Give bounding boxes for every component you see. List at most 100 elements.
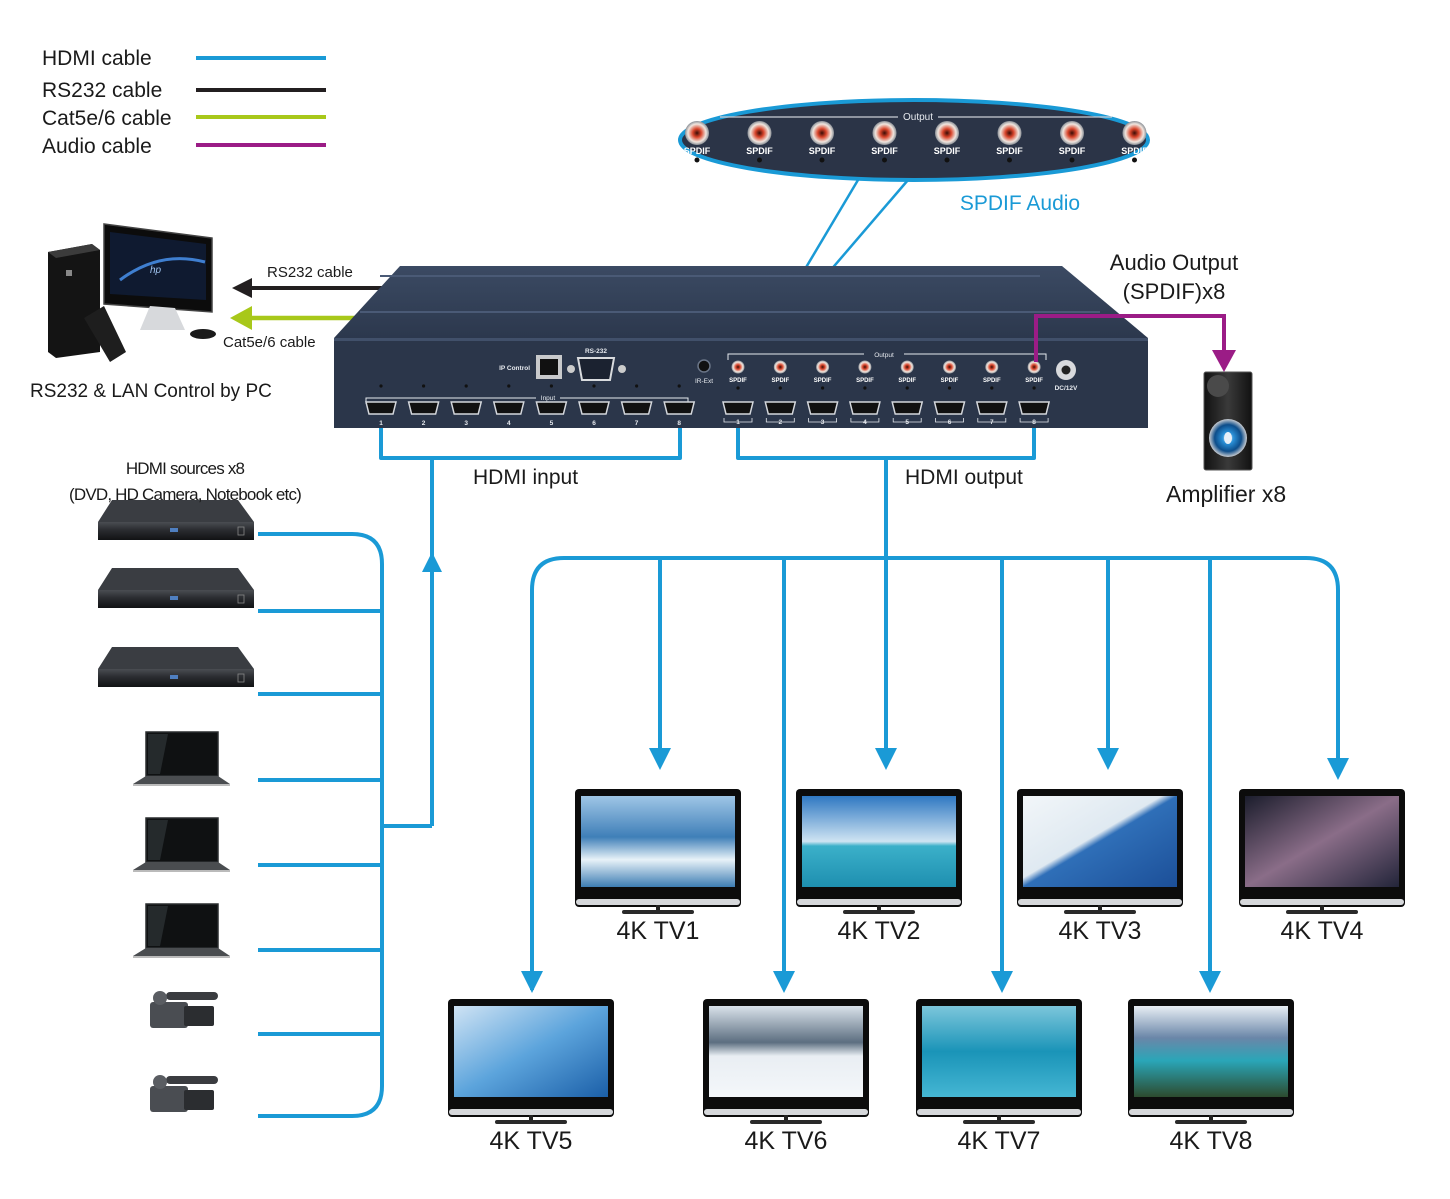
display-arrowhead — [521, 971, 543, 993]
source-device-dvd-player — [98, 500, 254, 540]
hd-camera-icon — [150, 1002, 188, 1028]
hdmi-input-arrowhead — [422, 552, 442, 572]
hdmi-input-bracket — [379, 428, 682, 460]
rca-jack-icon — [773, 360, 787, 374]
port-bracket — [723, 418, 753, 423]
hdmi-input-label: HDMI input — [473, 466, 579, 489]
source-device-notebook — [133, 731, 230, 786]
tv-stand — [750, 1120, 822, 1124]
port-number: 3 — [821, 419, 825, 426]
pc-mouse-icon — [190, 329, 216, 339]
port-bracket — [850, 418, 880, 423]
port-number: 8 — [1032, 419, 1036, 426]
tv-label: 4K TV7 — [957, 1127, 1041, 1155]
legend-item-audio: Audio cable — [42, 135, 326, 158]
cat-arrowhead — [230, 306, 252, 330]
pc-cat-cable-label: Cat5e/6 cable — [223, 334, 316, 351]
pc-monitor-wallpaper — [119, 257, 206, 282]
hdmi-input-port: 3 — [450, 384, 483, 427]
hdmi-port-icon — [722, 401, 754, 415]
hdmi-port-icon — [806, 401, 839, 415]
pc-rs232-cable-label: RS232 cable — [267, 264, 353, 281]
notebook-screen-glare — [148, 734, 168, 774]
port-number: 7 — [990, 419, 994, 426]
port-led — [507, 384, 511, 388]
display-arrowhead — [773, 971, 795, 993]
ip-control-label: IP Control — [499, 365, 530, 372]
tv-bezel-bottom — [704, 1109, 868, 1115]
port-bracket — [1019, 418, 1049, 423]
panel-spdif-port: SPDIF — [983, 360, 1001, 390]
rca-jack-icon — [747, 121, 772, 145]
tv-bezel-bottom — [797, 899, 961, 905]
camera-lens — [184, 1006, 214, 1026]
hdmi-input-port: 2 — [407, 384, 440, 427]
hdmi-input-port: 8 — [663, 384, 696, 427]
hdmi-output-port: 6 — [933, 401, 966, 426]
legend-label: HDMI cable — [42, 47, 152, 70]
tv-4 — [1239, 789, 1405, 914]
source-device-dvd-player — [98, 568, 254, 608]
notebook-keyboard — [133, 862, 230, 870]
tv-screen-woman — [1245, 796, 1399, 887]
sources-title-line1: HDMI sources x8 — [125, 459, 245, 478]
output-header-label: Output — [874, 352, 894, 359]
spdif-port-label: SPDIF — [809, 146, 836, 156]
panel-spdif-port: SPDIF — [941, 360, 959, 390]
callout-spdif-port: SPDIF — [996, 121, 1023, 163]
source-device-notebook — [133, 817, 230, 872]
speaker-tweeter — [1207, 375, 1229, 397]
tv-bezel-bottom — [1018, 899, 1182, 905]
pc-monitor-screen — [110, 232, 206, 300]
tv-stand — [1064, 910, 1136, 914]
rca-jack-icon — [1122, 121, 1147, 145]
display-arrowhead — [1327, 758, 1349, 780]
tv-1 — [575, 789, 741, 914]
notebook-base — [133, 784, 230, 786]
panel-spdif-port: SPDIF — [771, 360, 789, 390]
display-arrowhead — [1097, 748, 1119, 770]
display-arrowhead — [991, 971, 1013, 993]
source-bus-line — [258, 532, 384, 1118]
hdmi-output-port: 3 — [806, 401, 839, 426]
display-arrowhead — [875, 748, 897, 770]
hdmi-port-icon — [663, 401, 696, 415]
source-device-notebook — [133, 903, 230, 958]
port-number: 2 — [778, 419, 782, 426]
port-led — [592, 384, 596, 388]
pc-workstation: hp — [48, 223, 216, 362]
tv-screen-ocean-dolphin — [922, 1006, 1076, 1097]
dvd-top — [98, 500, 254, 522]
legend-item-rs232: RS232 cable — [42, 79, 326, 102]
tv-stand — [1175, 1120, 1247, 1124]
callout-spdif-port: SPDIF — [1121, 121, 1148, 163]
tv-label: 4K TV6 — [744, 1127, 828, 1155]
port-led — [990, 386, 994, 390]
hdmi-matrix-switcher: IP Control RS-232 IR-Ext DC/12V Input Ou… — [334, 266, 1148, 428]
callout-spdif-port: SPDIF — [871, 121, 898, 163]
spdif-port-label: SPDIF — [941, 378, 959, 384]
tv-screen-dolphin — [802, 796, 956, 887]
port-led — [1007, 157, 1012, 163]
dvd-logo — [170, 528, 178, 532]
pc-caption: RS232 & LAN Control by PC — [30, 381, 272, 402]
spdif-port-label: SPDIF — [746, 146, 773, 156]
pc-monitor-stand — [140, 306, 185, 330]
rca-jack-icon — [1027, 360, 1041, 374]
output-bracket — [904, 353, 1047, 360]
rs232-arrowhead — [232, 278, 252, 298]
tv-label: 4K TV8 — [1169, 1127, 1253, 1155]
spdif-audio-caption: SPDIF Audio — [960, 192, 1080, 215]
port-bracket — [935, 418, 964, 423]
camera-lens — [184, 1090, 214, 1110]
pc-tower-icon — [48, 244, 100, 358]
rca-jack-icon — [816, 360, 830, 374]
port-number: 4 — [863, 419, 867, 426]
port-led — [944, 157, 950, 163]
legend-item-hdmi: HDMI cable — [42, 47, 326, 70]
tv-3 — [1017, 789, 1183, 914]
